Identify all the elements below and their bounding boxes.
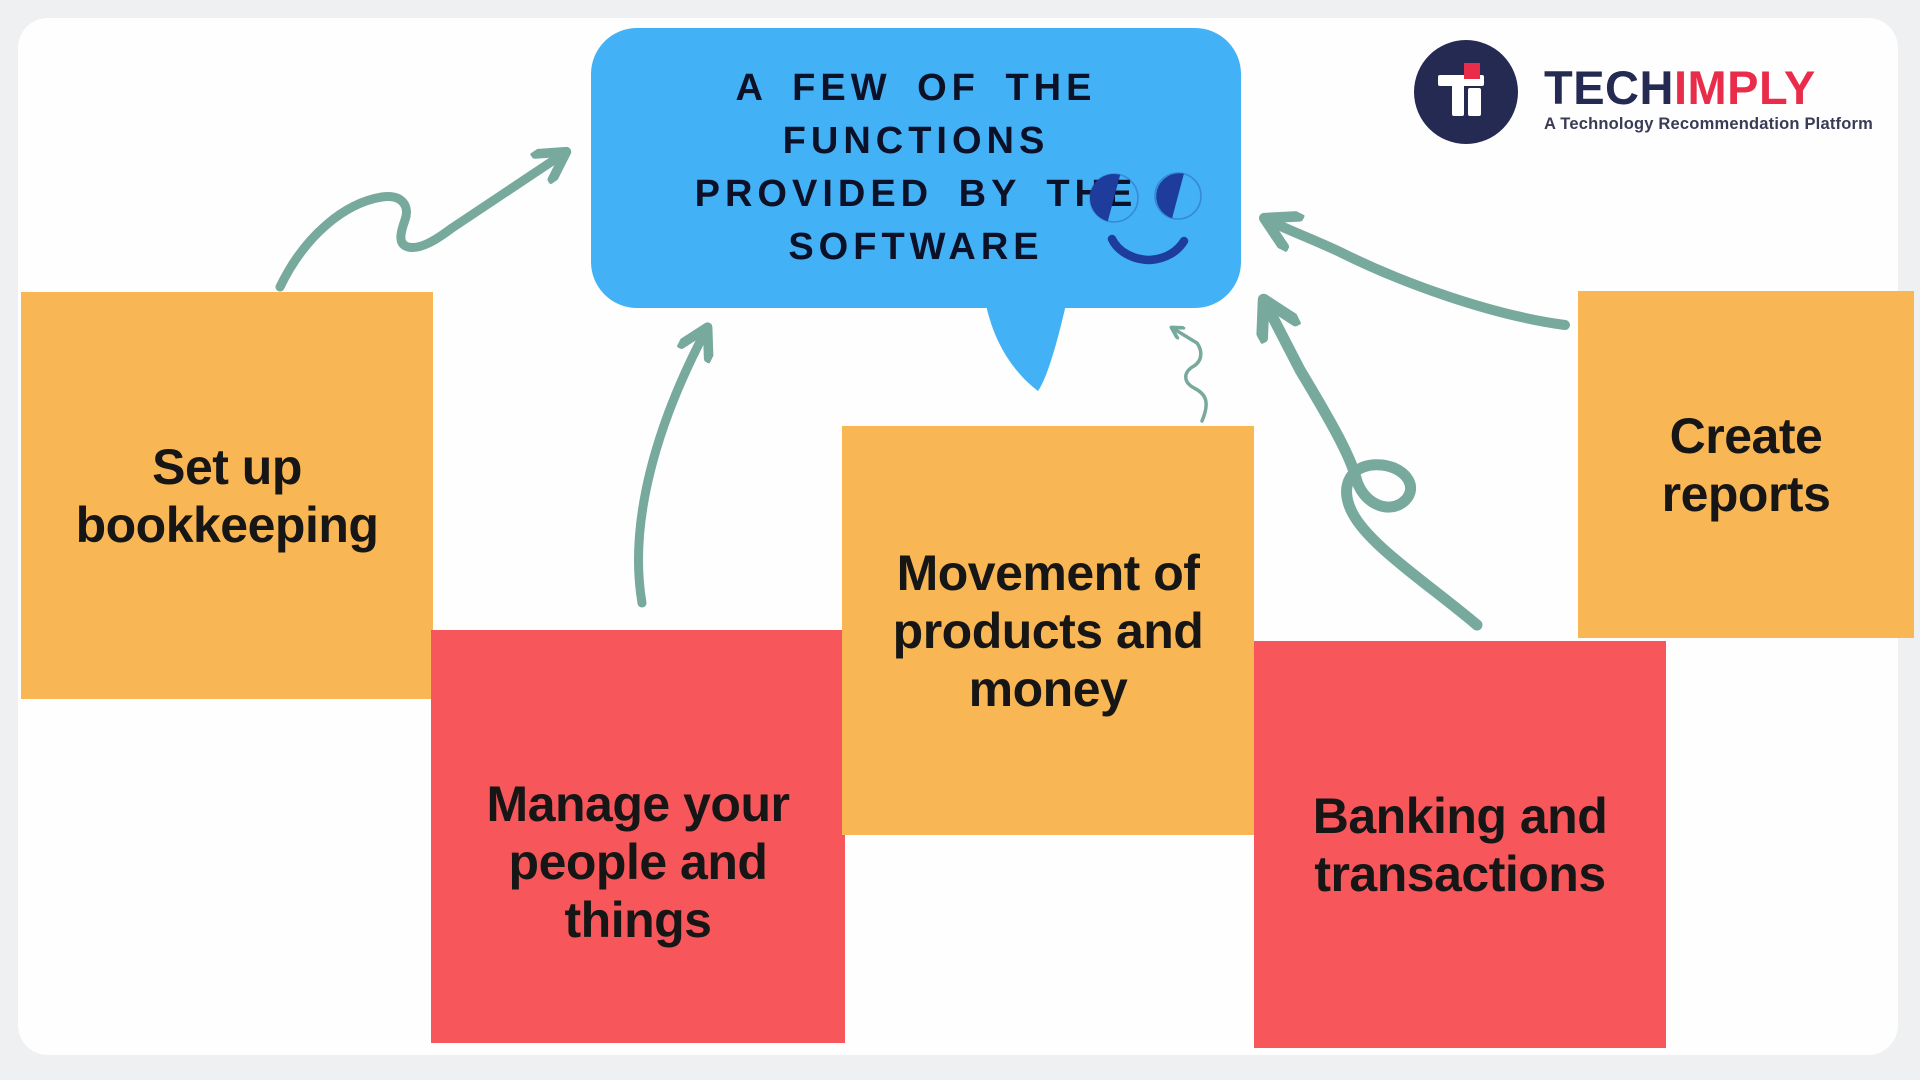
function-label: Movement of products and money	[892, 544, 1204, 717]
function-label: Create reports	[1661, 407, 1831, 522]
function-label: Banking and transactions	[1312, 787, 1608, 902]
title-speech-bubble: A FEW OF THE FUNCTIONS PROVIDED BY THE S…	[591, 28, 1241, 308]
bubble-title-line: SOFTWARE	[788, 226, 1044, 268]
brand-name: TECHIMPLY	[1544, 64, 1873, 112]
logo-mark-icon	[1414, 40, 1518, 144]
bubble-title-line: A FEW OF THE FUNCTIONS	[735, 67, 1097, 162]
brand-name-primary: TECH	[1544, 61, 1674, 114]
brand-text: TECHIMPLY A Technology Recommendation Pl…	[1544, 50, 1873, 134]
function-box-manage-people-things: Manage your people and things	[431, 630, 845, 1043]
function-box-create-reports: Create reports	[1578, 291, 1914, 638]
bubble-title-line: PROVIDED BY THE	[694, 173, 1138, 215]
function-box-banking-transactions: Banking and transactions	[1254, 641, 1666, 1048]
bubble-title: A FEW OF THE FUNCTIONS PROVIDED BY THE S…	[591, 28, 1241, 274]
function-label: Set up bookkeeping	[75, 438, 379, 553]
function-box-movement-products-money: Movement of products and money	[842, 426, 1254, 835]
function-label: Manage your people and things	[486, 775, 790, 948]
ti-monogram-icon	[1438, 63, 1484, 116]
techimply-logo: TECHIMPLY A Technology Recommendation Pl…	[1414, 40, 1873, 144]
function-box-set-up-bookkeeping: Set up bookkeeping	[21, 292, 433, 699]
brand-tagline: A Technology Recommendation Platform	[1544, 115, 1873, 133]
brand-name-secondary: IMPLY	[1673, 61, 1816, 114]
